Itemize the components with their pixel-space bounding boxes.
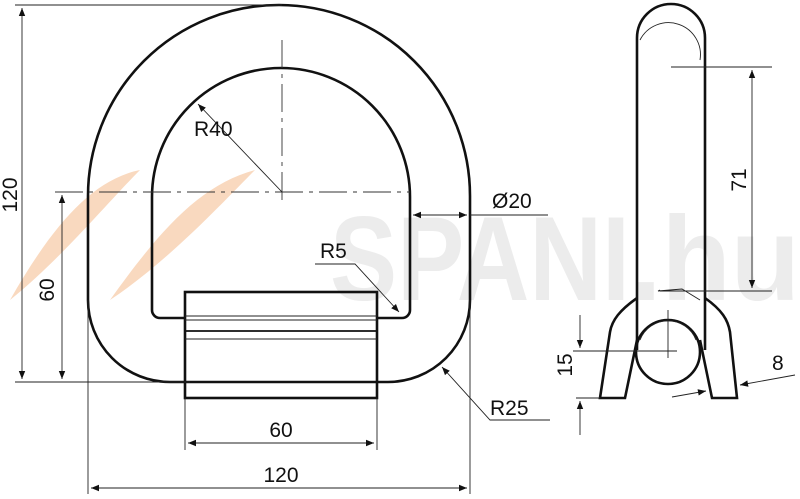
dim-height-center: 60 <box>36 278 59 301</box>
watermark-suffix: .hu <box>630 192 800 326</box>
side-view: 71 15 8 <box>554 2 796 435</box>
dim-side-height: 71 <box>728 168 751 191</box>
left-leg <box>598 296 639 400</box>
base-block <box>183 290 379 400</box>
watermark: SPANI .hu <box>10 170 800 326</box>
inner-contour <box>150 66 412 320</box>
right-leg <box>698 296 739 400</box>
dim-leg-thickness: 8 <box>772 352 784 375</box>
outer-contour <box>86 3 472 384</box>
ring-side-profile <box>635 2 707 350</box>
dim-corner-radius: R5 <box>320 240 347 263</box>
dim-width-block: 60 <box>269 419 292 442</box>
front-view: 120 60 60 120 R40 R5 Ø20 R25 <box>0 3 550 494</box>
dim-inner-radius: R40 <box>194 118 233 141</box>
dim-leg-gap: 15 <box>554 353 577 376</box>
dim-outer-radius: R25 <box>490 397 529 420</box>
dim-height-total: 120 <box>0 177 22 212</box>
watermark-text: SPANI <box>330 192 630 326</box>
dim-width-total: 120 <box>263 464 298 487</box>
dim-diameter: Ø20 <box>492 190 532 213</box>
